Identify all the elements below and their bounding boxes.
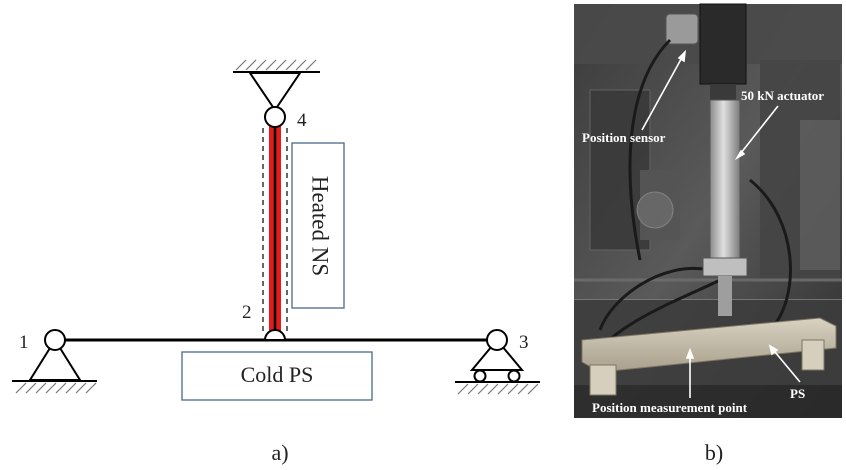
left-pin-support [12, 329, 97, 394]
node-1-label: 1 [19, 332, 29, 353]
schematic: 4 Heated NS 2 1 [12, 59, 540, 401]
label-measurement-point: Position measurement point [592, 400, 748, 415]
node-1 [44, 329, 66, 351]
label-ps: PS [790, 386, 805, 401]
cold-ps-box: Cold PS [181, 351, 373, 401]
actuator-cylinder [709, 99, 741, 271]
node-4 [264, 106, 286, 128]
node-2-label: 2 [242, 302, 252, 323]
top-support [233, 59, 320, 112]
node-4-label: 4 [297, 110, 307, 131]
caption-a: a) [271, 440, 288, 465]
label-actuator: 50 kN actuator [741, 88, 824, 103]
heated-ns-box: Heated NS [291, 142, 345, 309]
node-3 [486, 329, 508, 351]
heated-ns-label: Heated NS [308, 176, 333, 276]
heated-column [262, 126, 288, 334]
cold-ps-label: Cold PS [241, 362, 314, 387]
photo: 50 kN actuator Position sensor PS Positi… [574, 3, 842, 418]
node-3-label: 3 [519, 332, 529, 353]
label-position-sensor: Position sensor [582, 130, 666, 145]
right-roller-support [455, 329, 540, 395]
ps-beam [581, 317, 837, 373]
node-2 [263, 329, 287, 341]
caption-b: b) [705, 440, 723, 465]
